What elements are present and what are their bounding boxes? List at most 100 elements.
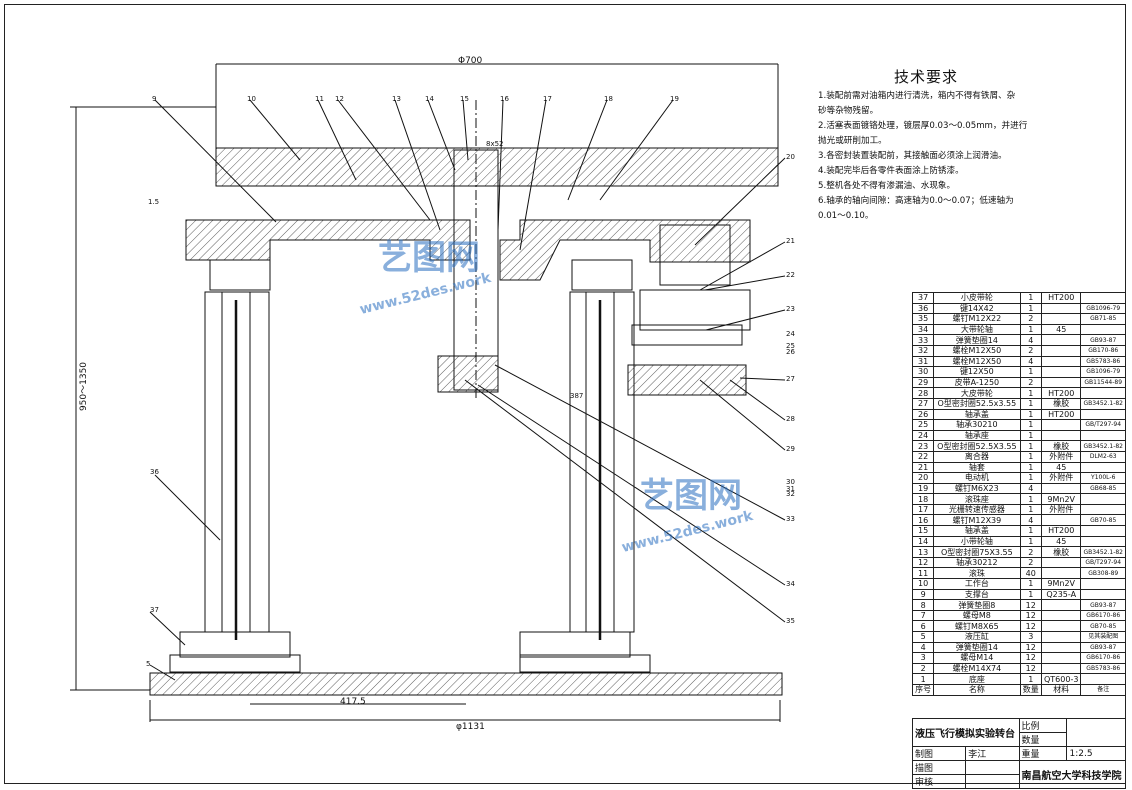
bom-cell: 12 <box>1019 662 1042 675</box>
bom-cell: 螺母M14 <box>933 652 1021 664</box>
bom-cell: 15 <box>911 525 935 537</box>
callout-number: 26 <box>786 348 795 356</box>
tech-item: 抛光或研削加工。 <box>818 136 887 146</box>
bom-cell: 19 <box>911 482 935 495</box>
bom-cell: 20 <box>911 472 935 484</box>
bom-cell <box>1080 493 1126 505</box>
callout-number: 29 <box>786 445 795 453</box>
bom-cell <box>1080 292 1126 304</box>
bom-cell: 螺栓M14X74 <box>933 662 1021 675</box>
bom-cell: 螺钉M12X39 <box>933 514 1021 527</box>
dim-1-5-label: 1.5 <box>148 198 160 206</box>
bom-cell: O型密封圈75X3.55 <box>933 546 1021 558</box>
bom-cell: 1 <box>1019 419 1042 431</box>
bom-cell: 1 <box>1019 387 1042 399</box>
tech-item: 3.各密封装置装配前，其接触面必须涂上润滑油。 <box>818 151 1007 161</box>
bom-cell: 14 <box>911 535 935 548</box>
bom-cell: 21 <box>911 461 935 474</box>
bom-cell: 45 <box>1040 535 1082 548</box>
bom-cell: 1 <box>1019 525 1042 537</box>
base-diameter-dimension: φ1131 <box>456 722 485 732</box>
bom-cell <box>1040 641 1082 654</box>
bom-cell: 键12X50 <box>933 366 1021 378</box>
bom-cell <box>1040 419 1082 431</box>
bom-cell: GB93-87 <box>1080 599 1126 611</box>
bom-cell: 橡胶 <box>1040 440 1082 452</box>
bom-cell <box>1040 620 1082 632</box>
bom-cell <box>1040 313 1082 325</box>
bom-cell: 光栅转速传感器 <box>933 503 1021 516</box>
bom-cell: 电动机 <box>933 472 1021 484</box>
callout-number: 32 <box>786 490 795 498</box>
tech-item: 2.活塞表面镀铬处理，镀层厚0.03～0.05mm，并进行 <box>818 121 1028 131</box>
callout-number: 30 <box>786 478 795 486</box>
bom-cell <box>1080 503 1126 516</box>
bom-cell: 大皮带轮 <box>933 387 1021 399</box>
bom-cell: HT200 <box>1040 408 1082 421</box>
bom-cell <box>1080 408 1126 421</box>
bom-cell: 轴承30212 <box>933 556 1021 569</box>
bom-cell: 1 <box>1019 578 1042 590</box>
bom-cell: 1 <box>1019 503 1042 516</box>
watermark-logo: 艺图网 <box>378 238 480 278</box>
bom-cell: 外附件 <box>1040 503 1082 516</box>
bom-cell <box>1080 461 1126 474</box>
bom-cell: 弹簧垫圈14 <box>933 641 1021 654</box>
bom-header-cell: 材料 <box>1040 683 1082 696</box>
bom-header-cell: 名称 <box>933 683 1021 696</box>
bom-cell: 1 <box>911 673 935 685</box>
bom-cell: GB3452.1-82 <box>1080 440 1126 452</box>
bom-cell: 1 <box>1019 323 1042 336</box>
bom-cell: 24 <box>911 429 935 442</box>
bom-cell: GB3452.1-82 <box>1080 546 1126 558</box>
callout-number: 11 <box>315 95 324 103</box>
bom-cell: 外附件 <box>1040 450 1082 463</box>
bom-cell: GB1096-79 <box>1080 366 1126 378</box>
bom-cell: O型密封圈52.5x3.55 <box>933 397 1021 410</box>
technical-requirements: 技术要求 1.装配前需对油箱内进行清洗，箱内不得有铁屑、杂砂等杂物残留。2.活塞… <box>818 70 1068 224</box>
bom-cell: 26 <box>911 408 935 421</box>
bom-cell: 31 <box>911 355 935 368</box>
ratio-value: 1:2.5 <box>1066 746 1126 761</box>
shaft-spec-label: 8x52 <box>486 140 504 148</box>
tech-item: 6.轴承的轴向间隙：高速轴为0.0～0.07；低速轴为 <box>818 196 1014 206</box>
bom-cell: 螺钉M8X65 <box>933 620 1021 632</box>
bom-cell: 9Mn2V <box>1040 493 1082 505</box>
bom-cell: 1 <box>1019 588 1042 601</box>
qty-label: 数量 <box>1018 732 1068 747</box>
bom-cell: 轴套 <box>933 461 1021 474</box>
bom-cell: 4 <box>911 641 935 654</box>
bom-cell: 32 <box>911 344 935 357</box>
bom-cell: 4 <box>1019 514 1042 527</box>
tech-item: 5.整机各处不得有渗漏油、水现象。 <box>818 181 956 191</box>
callout-number: 19 <box>670 95 679 103</box>
callout-number: 35 <box>786 617 795 625</box>
bom-cell: 螺栓M12X50 <box>933 344 1021 357</box>
height-dimension: 950～1350 <box>79 361 90 412</box>
callout-number: 5 <box>146 660 151 668</box>
bom-cell: GB6170-86 <box>1080 652 1126 664</box>
bom-header-cell: 备注 <box>1080 683 1126 696</box>
bom-cell: 支撑台 <box>933 588 1021 601</box>
bom-cell: 1 <box>1019 450 1042 463</box>
tech-item: 4.装配完毕后各零件表面涂上防锈漆。 <box>818 166 964 176</box>
bom-cell <box>1080 588 1126 601</box>
bom-cell: 16 <box>911 514 935 527</box>
bom-cell: 1 <box>1019 292 1042 304</box>
bom-cell: 1 <box>1019 366 1042 378</box>
